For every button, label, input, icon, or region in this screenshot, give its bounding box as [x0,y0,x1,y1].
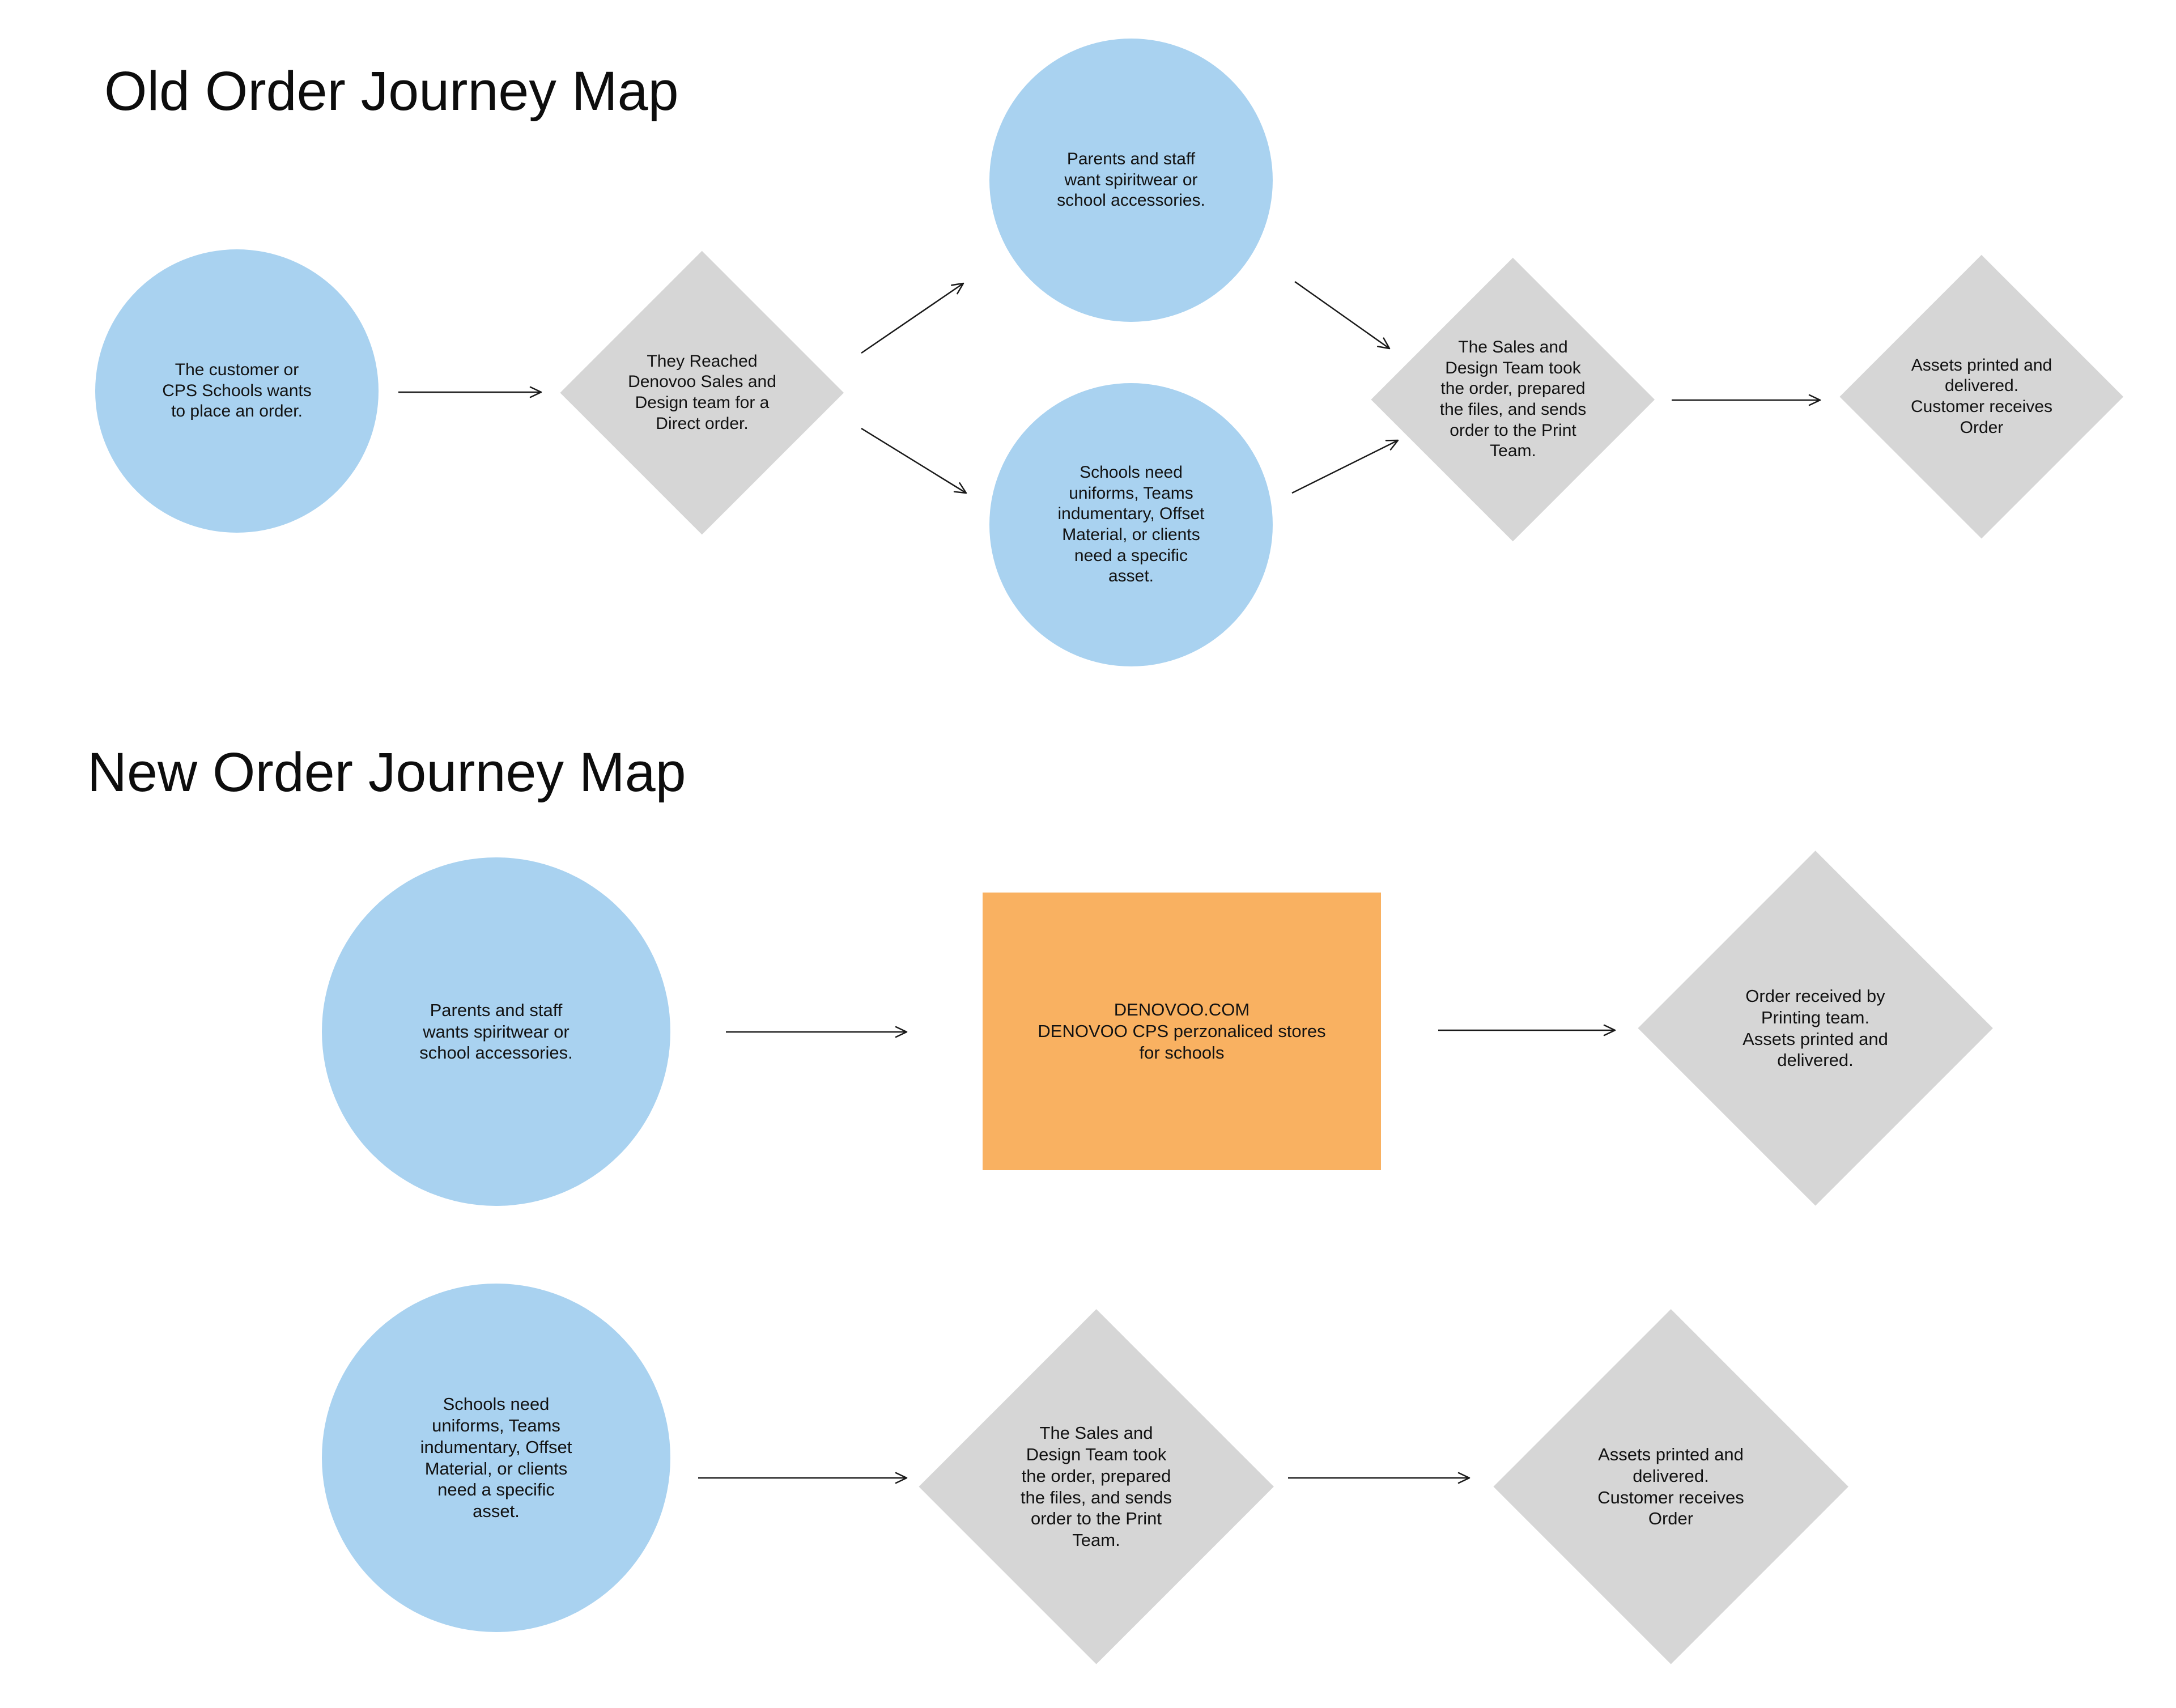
arrow-old-schools-to-salesdesign [1291,439,1399,494]
old-sales-design-diamond[interactable]: The Sales and Design Team took the order… [1371,258,1655,541]
node-label: Parents and staff wants spiritwear or sc… [419,1000,573,1063]
node-label: Assets printed and delivered. Customer r… [1910,355,2053,437]
node-label: The customer or CPS Schools wants to pla… [162,360,312,421]
new-order-received-diamond[interactable]: Order received by Printing team. Assets … [1638,851,1993,1206]
old-delivered-diamond[interactable]: Assets printed and delivered. Customer r… [1840,255,2123,538]
new-map-title: New Order Journey Map [87,741,686,803]
old-map-title: Old Order Journey Map [104,60,679,122]
node-label: The Sales and Design Team took the order… [1020,1423,1172,1550]
node-label: DENOVOO.COM DENOVOO CPS perzonaliced sto… [1038,1000,1326,1063]
new-denovoo-rect[interactable]: DENOVOO.COM DENOVOO CPS perzonaliced sto… [983,893,1381,1170]
old-customer-circle[interactable]: The customer or CPS Schools wants to pla… [95,249,379,533]
old-reached-diamond[interactable]: They Reached Denovoo Sales and Design te… [560,251,844,534]
new-schools-circle[interactable]: Schools need uniforms, Teams indumentary… [322,1284,670,1632]
old-schools-circle[interactable]: Schools need uniforms, Teams indumentary… [989,383,1273,666]
node-label: Schools need uniforms, Teams indumentary… [420,1394,572,1522]
node-label: The Sales and Design Team took the order… [1439,338,1587,461]
arrow-old-reached-to-schools [861,427,967,494]
arrow-old-reached-to-parents [861,282,964,354]
arrow-old-parents-to-salesdesign [1294,281,1391,350]
node-label: Schools need uniforms, Teams indumentary… [1057,463,1205,586]
new-parents-circle[interactable]: Parents and staff wants spiritwear or sc… [322,857,670,1206]
node-label: They Reached Denovoo Sales and Design te… [628,351,776,433]
node-label: Parents and staff want spiritwear or sch… [1057,150,1205,210]
node-label: Order received by Printing team. Assets … [1742,985,1888,1070]
node-label: Assets printed and delivered. Customer r… [1597,1444,1744,1529]
new-sales-design-diamond[interactable]: The Sales and Design Team took the order… [919,1309,1274,1664]
old-parents-circle[interactable]: Parents and staff want spiritwear or sch… [989,39,1273,322]
new-delivered-diamond[interactable]: Assets printed and delivered. Customer r… [1493,1309,1848,1664]
